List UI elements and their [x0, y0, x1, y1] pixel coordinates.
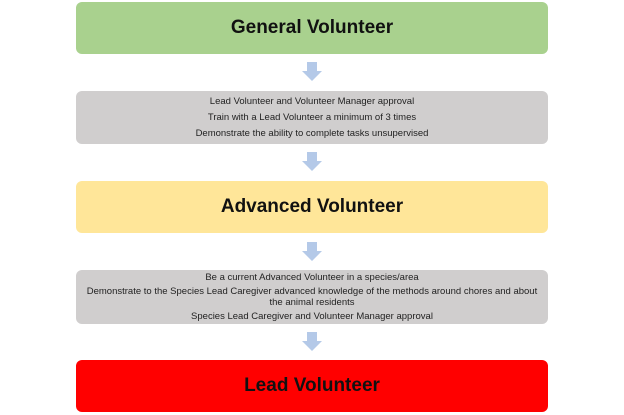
down-arrow-icon: [302, 242, 322, 261]
down-arrow-icon: [302, 152, 322, 171]
requirement-item: Train with a Lead Volunteer a minimum of…: [207, 111, 417, 123]
requirement-item: Lead Volunteer and Volunteer Manager app…: [209, 95, 415, 107]
stage-label: Lead Volunteer: [244, 375, 380, 396]
requirements-advanced: Lead Volunteer and Volunteer Manager app…: [76, 91, 548, 144]
stage-label: Advanced Volunteer: [220, 196, 404, 217]
requirement-item: Be a current Advanced Volunteer in a spe…: [205, 272, 419, 283]
requirement-item: Demonstrate the ability to complete task…: [195, 127, 429, 139]
requirements-lead: Be a current Advanced Volunteer in a spe…: [76, 270, 548, 324]
stage-advanced-volunteer: Advanced Volunteer: [76, 181, 548, 233]
requirement-item: Demonstrate to the Species Lead Caregive…: [86, 286, 538, 308]
down-arrow-icon: [302, 62, 322, 81]
stage-lead-volunteer: Lead Volunteer: [76, 360, 548, 412]
stage-general-volunteer: General Volunteer: [76, 2, 548, 54]
stage-label: General Volunteer: [230, 17, 394, 38]
down-arrow-icon: [302, 332, 322, 351]
requirement-item: Species Lead Caregiver and Volunteer Man…: [191, 311, 433, 322]
